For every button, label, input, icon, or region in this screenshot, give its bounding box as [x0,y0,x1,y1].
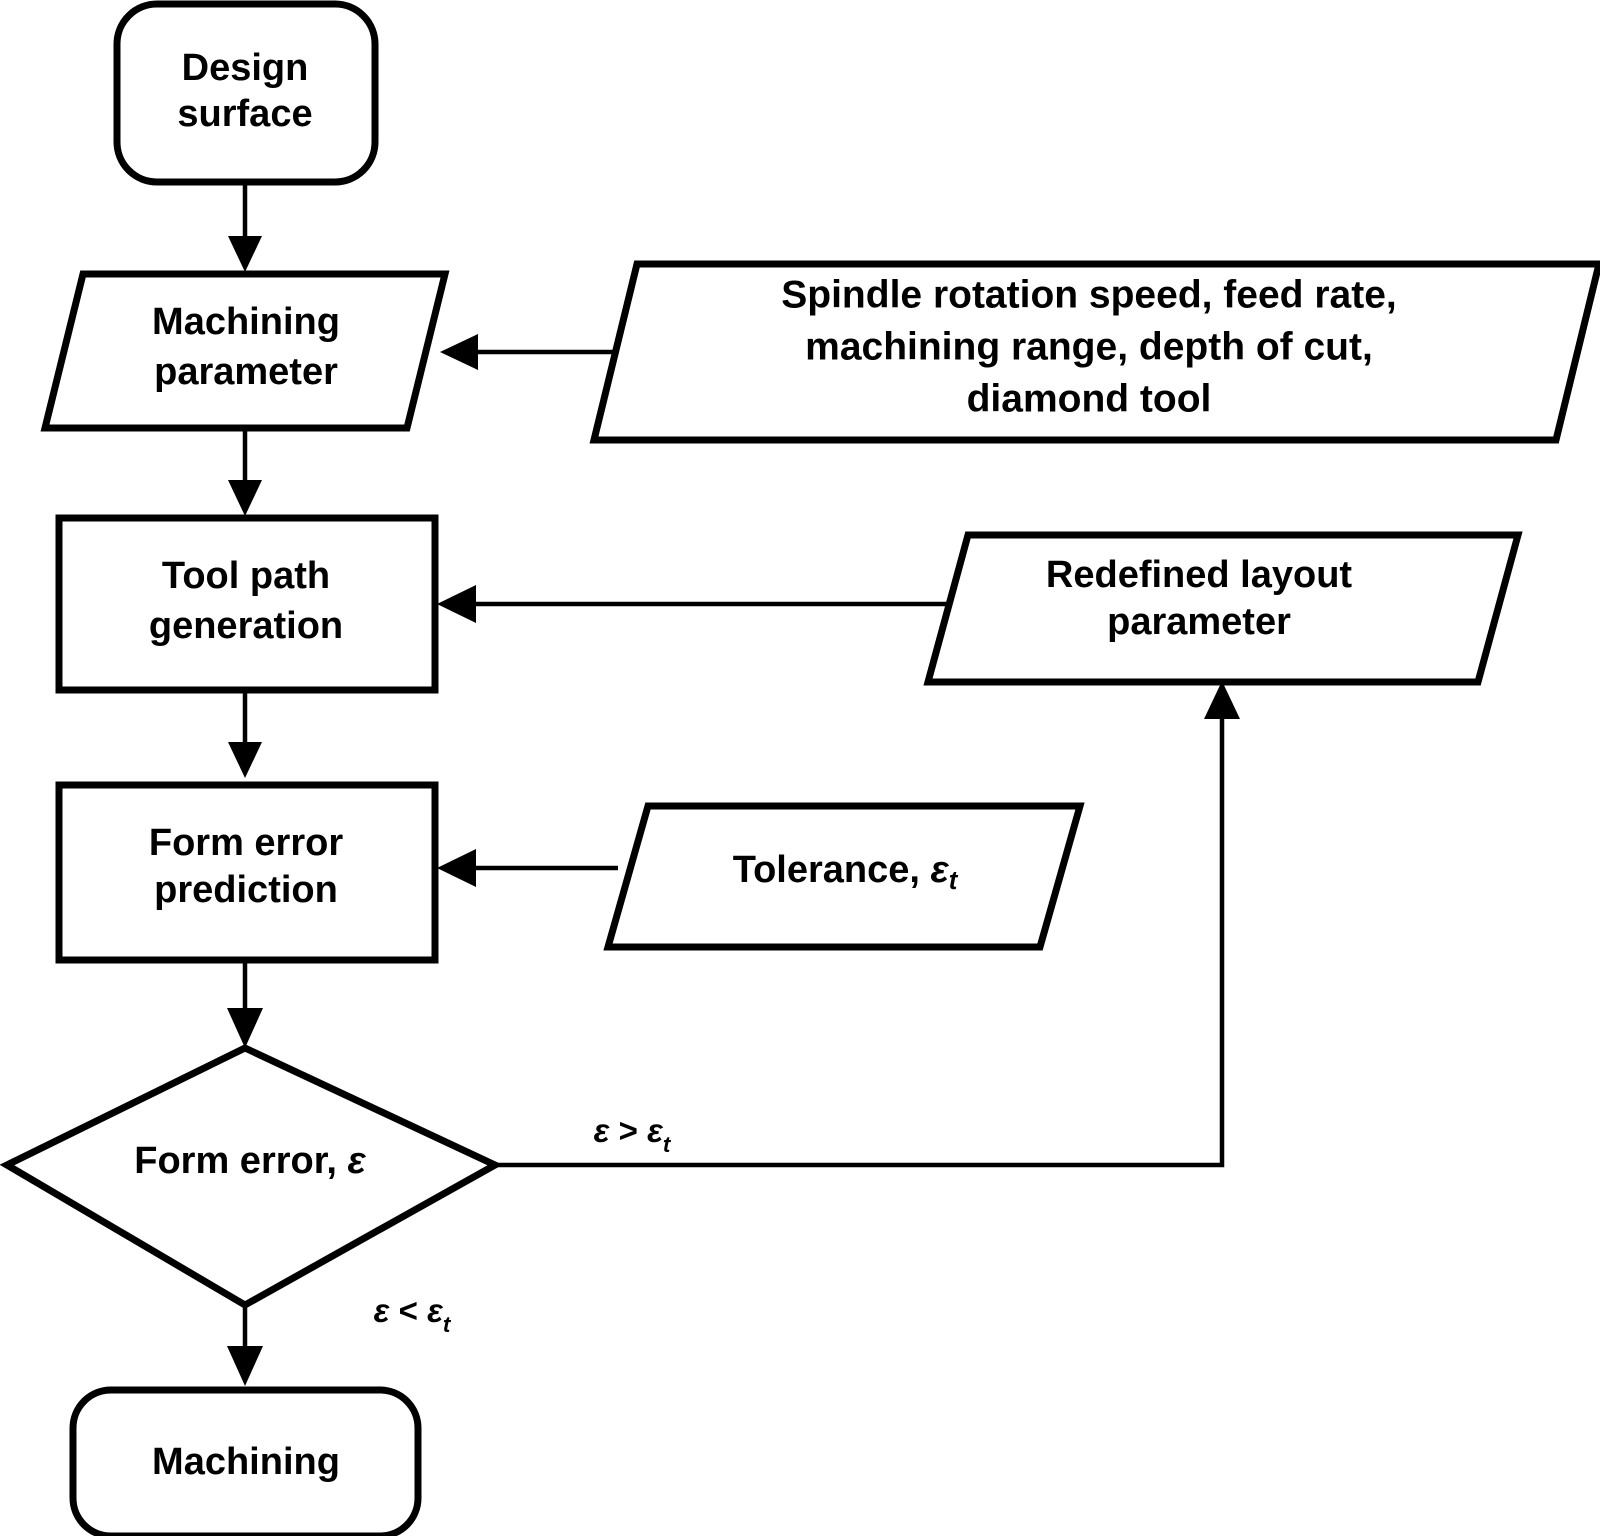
node-design-surface[interactable] [113,0,379,186]
svg-text:Form error: Form error [149,822,343,864]
connector-paramlist-to-parameter [440,334,632,370]
label-tolerance: Tolerance, εt [733,849,959,895]
node-tolerance[interactable] [603,802,1085,951]
node-machining-parameter[interactable] [40,270,450,432]
svg-text:parameter: parameter [1107,601,1291,643]
svg-text:generation: generation [149,605,343,647]
tolerance-text: Tolerance, [733,849,931,891]
eg-sub2: t [663,1132,672,1157]
decision-epsilon: ε [348,1140,367,1182]
svg-text:Tool path: Tool path [162,555,330,597]
tolerance-subscript: t [949,867,959,895]
svg-text:Machining: Machining [152,301,340,343]
el-sym2: ε [427,1292,444,1329]
el-sub2: t [443,1312,452,1337]
svg-text:diamond tool: diamond tool [967,377,1212,420]
svg-text:ε < εt: ε < εt [374,1292,452,1337]
label-machining-parameter: Machining parameter [152,301,340,393]
label-form-error-decision: Form error, ε [134,1140,366,1182]
connector-decision-to-machining [227,1305,263,1386]
svg-text:Tolerance, εt: Tolerance, εt [733,849,959,895]
label-tool-path-generation: Tool path generation [149,555,343,647]
connector-parameter-to-toolpath [228,428,262,516]
label-redefined-layout-parameter: Redefined layout parameter [1046,554,1352,643]
svg-text:prediction: prediction [154,869,338,911]
label-design-surface: Design surface [177,47,312,135]
svg-text:Form error, ε: Form error, ε [134,1140,366,1182]
tolerance-epsilon: ε [931,849,950,891]
decision-text: Form error, [134,1140,347,1182]
svg-text:Redefined layout: Redefined layout [1046,554,1352,596]
connector-decision-to-redefined [495,681,1240,1168]
node-form-error-decision[interactable] [0,1044,503,1310]
connector-design-to-parameter [228,182,262,272]
edge-label-error-greater: ε > εt [594,1112,672,1157]
label-form-error-prediction: Form error prediction [149,822,343,911]
svg-text:ε > εt: ε > εt [594,1112,672,1157]
svg-text:Spindle rotation speed, feed r: Spindle rotation speed, feed rate, [781,273,1396,316]
el-sym1: ε [374,1292,391,1329]
label-parameter-list: Spindle rotation speed, feed rate, machi… [781,273,1396,420]
svg-text:surface: surface [177,93,312,135]
svg-text:Machining: Machining [152,1441,340,1483]
edge-label-error-less: ε < εt [374,1292,452,1337]
svg-text:machining range, depth of cut,: machining range, depth of cut, [805,325,1373,368]
connector-prediction-to-decision [227,960,263,1048]
node-machining[interactable] [69,1386,422,1536]
eg-sym1: ε [594,1112,611,1149]
el-op: < [389,1292,427,1329]
connector-tolerance-to-prediction [437,849,618,887]
eg-sym2: ε [647,1112,664,1149]
connector-toolpath-to-prediction [228,690,262,778]
label-machining: Machining [152,1441,340,1483]
node-tool-path-generation[interactable] [55,514,439,694]
svg-text:Design: Design [182,47,309,89]
node-redefined-layout-parameter[interactable] [923,531,1523,686]
node-form-error-prediction[interactable] [55,781,439,964]
connector-redefined-to-toolpath [437,585,948,623]
eg-op: > [609,1112,647,1149]
node-parameter-list[interactable] [589,260,1600,444]
svg-text:parameter: parameter [154,351,338,393]
